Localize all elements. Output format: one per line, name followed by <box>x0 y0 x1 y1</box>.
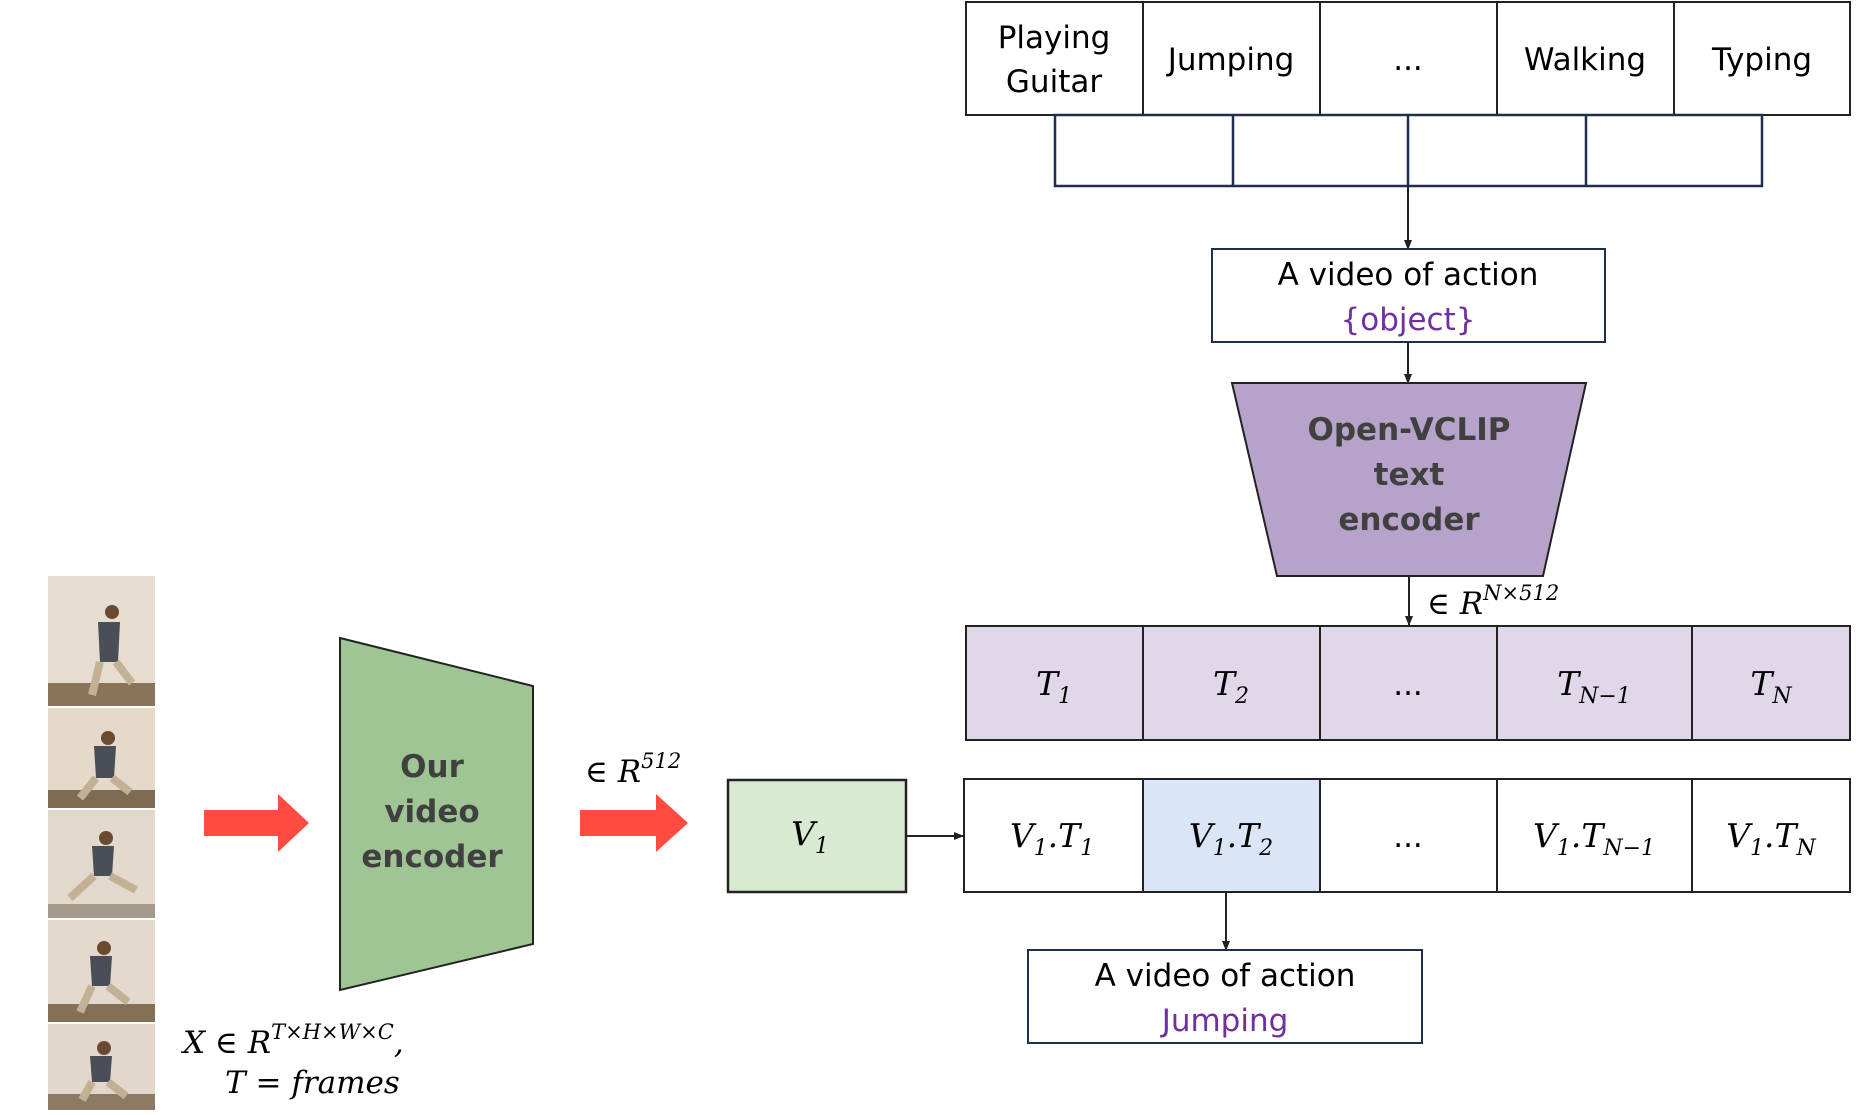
video-encoder: Our video encoder <box>339 636 534 992</box>
class-label: Typing <box>1711 42 1812 78</box>
video-encoder-label: video <box>384 794 479 830</box>
result-answer: Jumping <box>1160 1003 1289 1039</box>
class-label: ... <box>1393 42 1423 78</box>
red-arrow-to-encoder <box>204 794 309 852</box>
similarity-ellipsis: ... <box>1393 819 1423 855</box>
class-label: Walking <box>1524 42 1646 78</box>
text-encoder: Open-VCLIP text encoder <box>1230 382 1588 577</box>
text-feature-tn-1: TN−1 <box>1557 664 1631 709</box>
video-frame-1 <box>48 576 155 706</box>
text-features-row: T1 T2 ... TN−1 TN <box>965 625 1851 741</box>
template-text: A video of action <box>1278 257 1539 293</box>
video-frame-2 <box>48 708 155 808</box>
text-feature-tn: TN <box>1750 664 1792 709</box>
input-video-frames <box>48 576 155 1110</box>
frames-formula: T = frames <box>225 1065 400 1101</box>
video-frame-4 <box>48 920 155 1022</box>
similarity-v1t1: V1.T1 <box>1010 816 1094 861</box>
template-placeholder: {object} <box>1341 302 1476 338</box>
class-bracket <box>1053 113 1764 188</box>
result-box: A video of action Jumping <box>1027 949 1423 1044</box>
video-frame-5 <box>48 1024 155 1110</box>
class-label: Playing <box>998 20 1111 56</box>
text-encoder-label: Open-VCLIP <box>1308 412 1511 448</box>
video-encoder-label: Our <box>400 749 464 785</box>
similarity-row: V1.T1 V1.T2 ... V1.TN−1 V1.TN <box>963 778 1851 893</box>
video-feature-box: V1 <box>726 778 908 894</box>
similarity-v1tn-1: V1.TN−1 <box>1533 816 1655 861</box>
video-frame-3 <box>48 810 155 918</box>
text-feature-t1: T1 <box>1036 664 1072 709</box>
red-arrow-from-encoder <box>580 794 688 852</box>
highlighted-similarity-cell <box>1142 778 1321 893</box>
text-encoder-label: encoder <box>1338 502 1480 538</box>
video-encoder-label: encoder <box>361 839 503 875</box>
similarity-v1t2: V1.T2 <box>1189 816 1273 861</box>
video-embedding-dim: ∈ R512 <box>585 749 681 790</box>
text-encoder-label: text <box>1374 457 1445 493</box>
class-label: Jumping <box>1166 42 1295 78</box>
text-embedding-dim: ∈ RN×512 <box>1427 581 1559 622</box>
similarity-v1tn: V1.TN <box>1726 816 1816 861</box>
class-names-row: Playing Guitar Jumping ... Walking Typin… <box>965 1 1851 116</box>
text-feature-ellipsis: ... <box>1393 667 1423 703</box>
video-feature-v1: V1 <box>791 814 829 859</box>
input-shape-formula: X ∈ RT×H×W×C, <box>181 1020 404 1061</box>
prompt-template-box: A video of action {object} <box>1211 248 1606 343</box>
result-text: A video of action <box>1095 958 1356 994</box>
class-label: Guitar <box>1006 64 1102 100</box>
text-feature-t2: T2 <box>1213 664 1249 709</box>
